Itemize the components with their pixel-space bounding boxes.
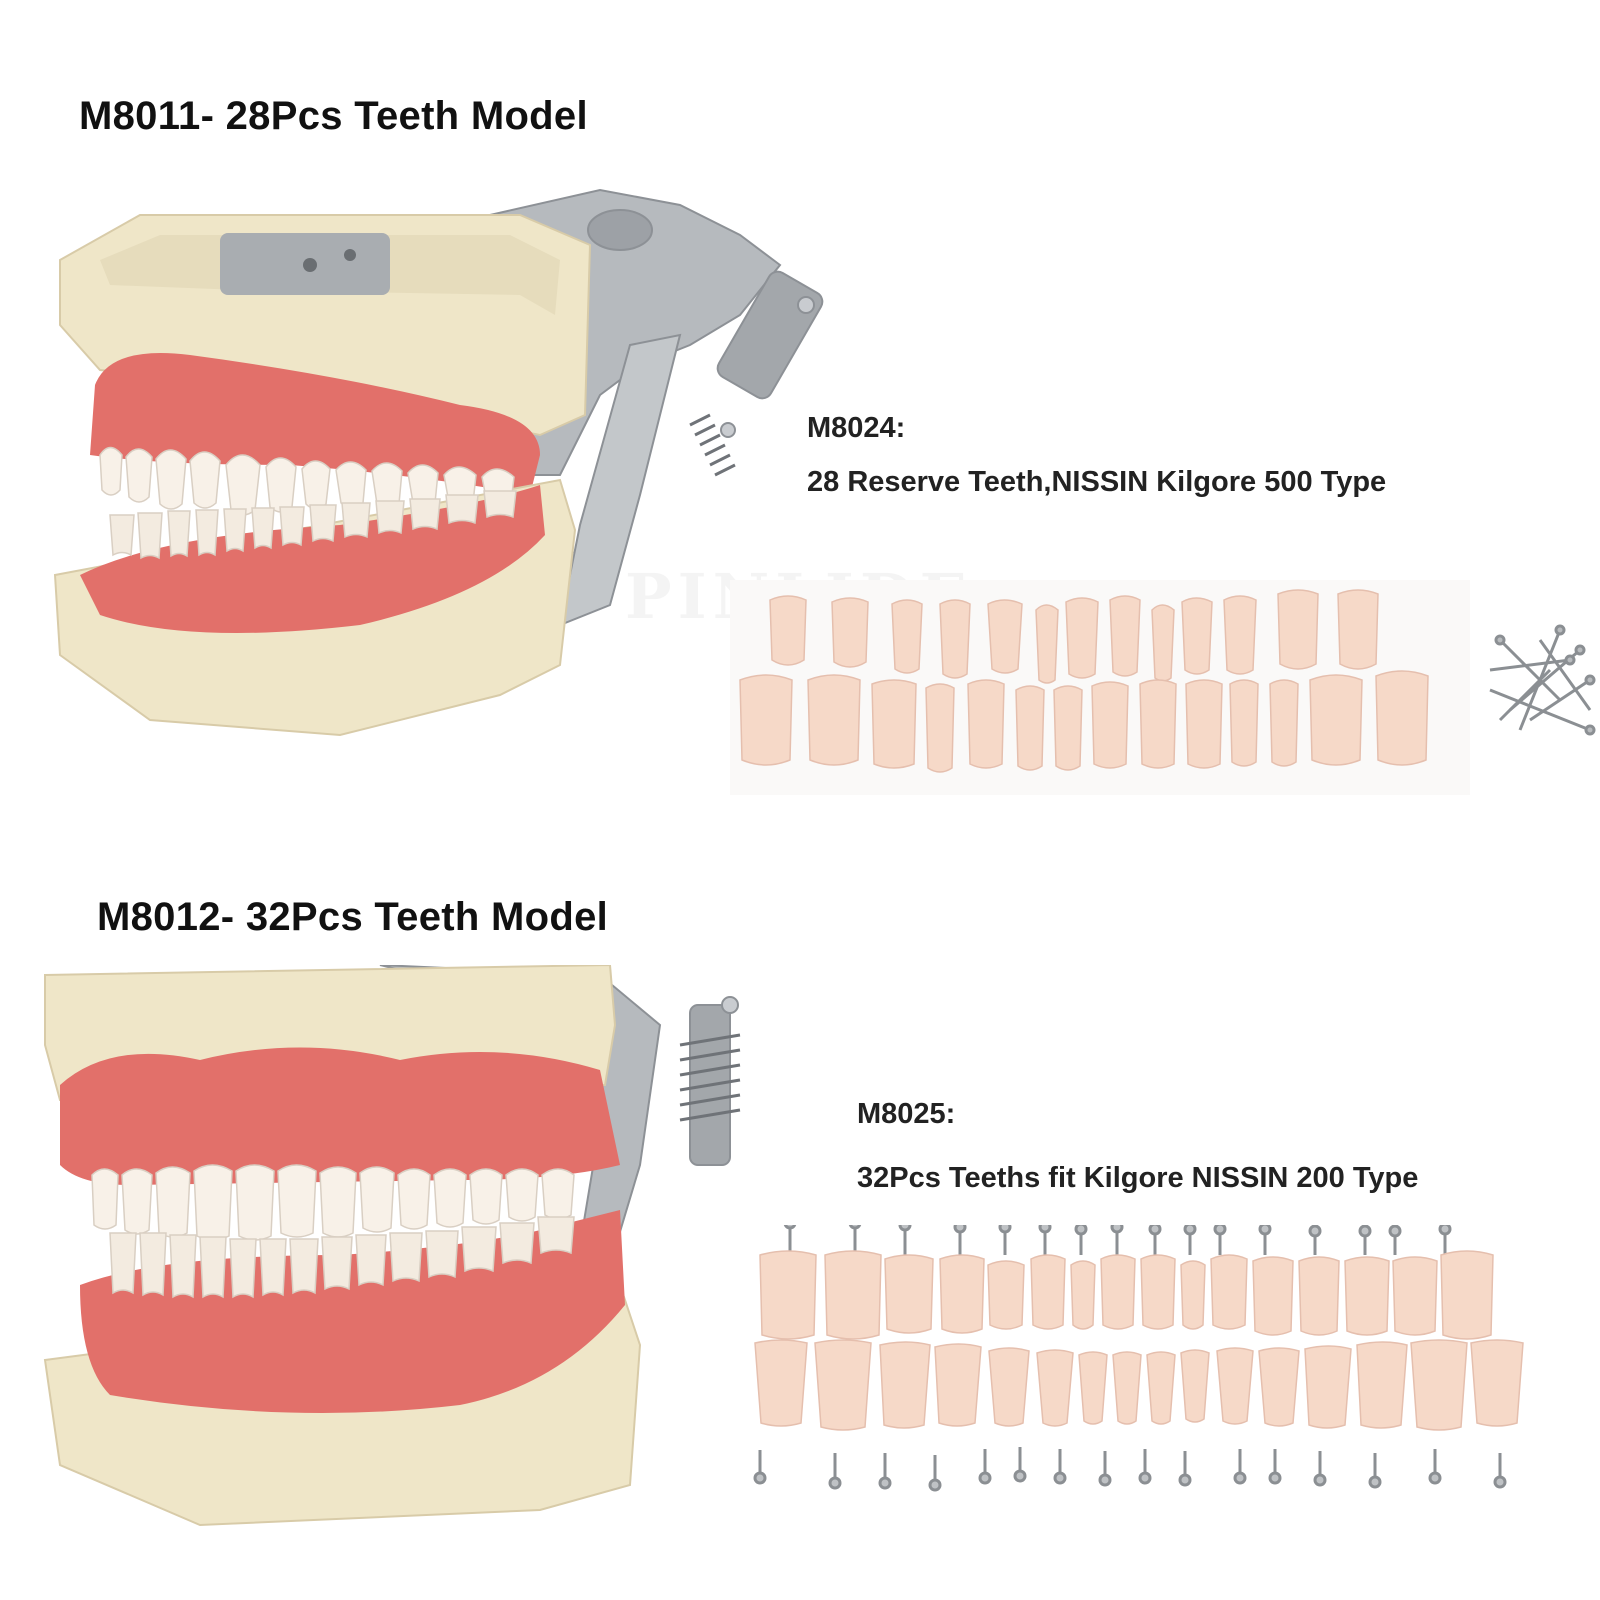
reserve-teeth-row-lower-1 <box>739 670 1429 773</box>
screws-row-2 <box>753 1447 1507 1492</box>
reserve-2-description: 32Pcs Teeths fit Kilgore NISSIN 200 Type <box>857 1162 1419 1194</box>
reserve-1-description: 28 Reserve Teeth,NISSIN Kilgore 500 Type <box>807 466 1387 498</box>
upper-teeth-1 <box>99 446 515 516</box>
product-2-title: M8012- 32Pcs Teeth Model <box>97 895 609 939</box>
jaw-model-2-image <box>43 965 741 1527</box>
lower-teeth-2 <box>109 1216 575 1299</box>
upper-gum-2 <box>60 1047 620 1185</box>
reserve-teeth-1-image <box>730 580 1596 795</box>
reserve-1-code: M8024: <box>807 412 906 444</box>
reserve-teeth-row-lower-2 <box>754 1339 1524 1431</box>
product-1-title: M8011- 28Pcs Teeth Model <box>79 94 588 138</box>
jaw-model-1-image <box>53 188 824 737</box>
reserve-2-code: M8025: <box>857 1098 956 1130</box>
reserve-teeth-row-upper-2 <box>759 1250 1494 1340</box>
screws-pile-1 <box>1489 624 1596 736</box>
upper-base-1 <box>59 214 592 437</box>
upper-teeth-2 <box>91 1164 575 1241</box>
reserve-pins-2 <box>783 1225 1452 1255</box>
reserve-teeth-2-image <box>753 1225 1524 1492</box>
lower-teeth-1 <box>109 490 517 560</box>
reserve-teeth-row-upper-1 <box>769 589 1379 684</box>
